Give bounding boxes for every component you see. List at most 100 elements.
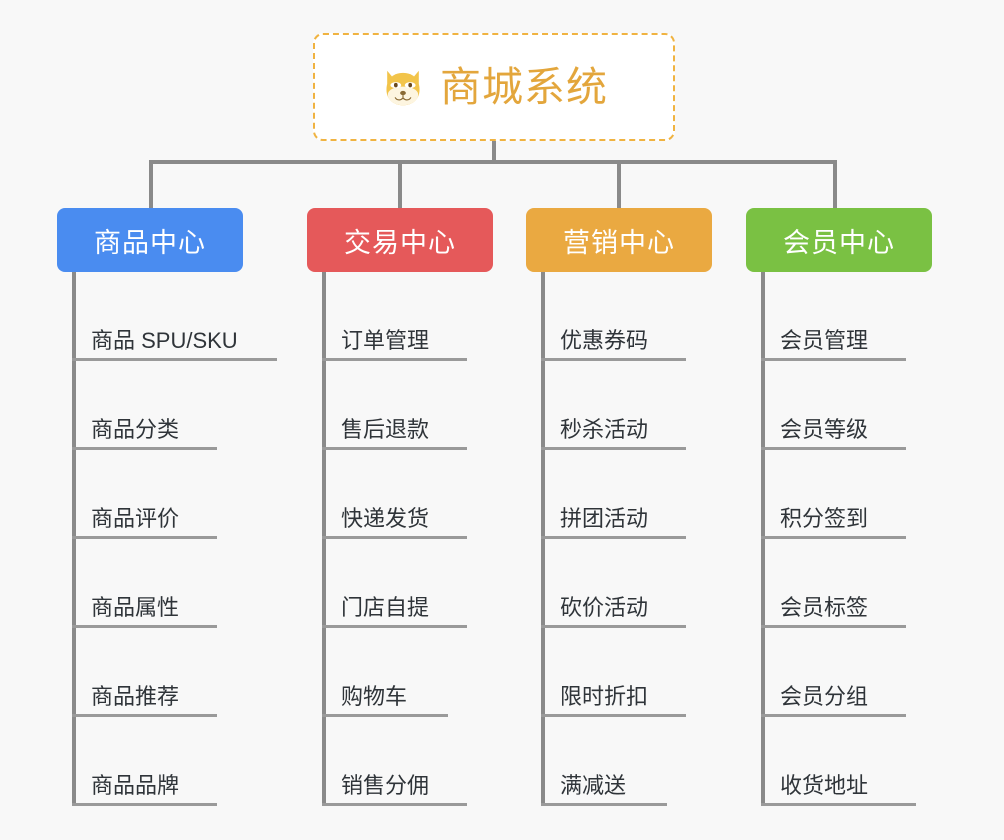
leaf-item-label: 订单管理 <box>341 327 430 353</box>
leaf-item-label: 拼团活动 <box>560 505 649 531</box>
leaf-underline <box>761 803 916 806</box>
leaf-item[interactable]: 会员等级 <box>746 361 932 450</box>
leaf-item-label: 购物车 <box>341 683 408 709</box>
leaf-item-label: 收货地址 <box>780 772 869 798</box>
leaf-underline <box>72 447 217 450</box>
leaf-item-label: 销售分佣 <box>341 772 430 798</box>
branch-column-product-center: 商品中心 商品 SPU/SKU 商品分类 商品评价 商品属性 商品推荐 <box>57 208 277 806</box>
leaf-item[interactable]: 商品品牌 <box>57 717 243 806</box>
leaf-item-label: 优惠券码 <box>560 327 649 353</box>
leaf-item[interactable]: 会员管理 <box>746 272 932 361</box>
leaf-item-label: 商品 SPU/SKU <box>91 327 238 353</box>
branch-header-label: 营销中心 <box>563 227 675 258</box>
leaf-underline <box>72 714 217 717</box>
leaf-underline <box>761 447 906 450</box>
leaf-underline <box>72 803 217 806</box>
leaf-underline <box>72 625 217 628</box>
leaf-item[interactable]: 订单管理 <box>307 272 493 361</box>
leaf-underline <box>541 714 686 717</box>
leaf-item-label: 商品属性 <box>91 594 180 620</box>
connector-drop-4 <box>833 160 837 210</box>
leaf-item-label: 秒杀活动 <box>560 416 649 442</box>
branch-header-label: 商品中心 <box>94 227 206 258</box>
branch-header-member-center[interactable]: 会员中心 <box>746 208 932 272</box>
leaf-item[interactable]: 销售分佣 <box>307 717 493 806</box>
leaf-item-label: 会员管理 <box>780 327 869 353</box>
leaf-item[interactable]: 限时折扣 <box>526 628 712 717</box>
leaf-item-label: 商品推荐 <box>91 683 180 709</box>
leaf-item[interactable]: 砍价活动 <box>526 539 712 628</box>
leaf-item-label: 商品品牌 <box>91 772 180 798</box>
branch-header-product-center[interactable]: 商品中心 <box>57 208 243 272</box>
branch-header-marketing-center[interactable]: 营销中心 <box>526 208 712 272</box>
leaf-item-label: 快递发货 <box>341 505 430 531</box>
leaf-underline <box>322 625 467 628</box>
leaf-item[interactable]: 购物车 <box>307 628 493 717</box>
leaf-underline <box>72 358 277 361</box>
leaf-item-label: 限时折扣 <box>560 683 649 709</box>
leaf-underline <box>541 625 686 628</box>
branch-trunk-line <box>72 272 76 806</box>
leaf-underline <box>322 714 448 717</box>
leaf-underline <box>761 536 906 539</box>
branch-column-member-center: 会员中心 会员管理 会员等级 积分签到 会员标签 会员分组 <box>746 208 932 806</box>
leaf-item[interactable]: 商品推荐 <box>57 628 243 717</box>
branch-items-list: 会员管理 会员等级 积分签到 会员标签 会员分组 收货地址 <box>746 272 932 806</box>
leaf-underline <box>541 536 686 539</box>
leaf-underline <box>322 447 467 450</box>
branch-items-list: 优惠券码 秒杀活动 拼团活动 砍价活动 限时折扣 满减送 <box>526 272 712 806</box>
leaf-item[interactable]: 商品 SPU/SKU <box>57 272 277 361</box>
leaf-item[interactable]: 满减送 <box>526 717 712 806</box>
leaf-item-label: 砍价活动 <box>560 594 649 620</box>
branch-header-label: 会员中心 <box>783 227 895 258</box>
leaf-item[interactable]: 积分签到 <box>746 450 932 539</box>
leaf-underline <box>761 625 906 628</box>
leaf-item[interactable]: 收货地址 <box>746 717 932 806</box>
leaf-underline <box>541 358 686 361</box>
branch-column-marketing-center: 营销中心 优惠券码 秒杀活动 拼团活动 砍价活动 限时折扣 <box>526 208 712 806</box>
leaf-item[interactable]: 商品分类 <box>57 361 243 450</box>
branch-trunk-line <box>541 272 545 806</box>
leaf-underline <box>761 358 906 361</box>
leaf-item[interactable]: 优惠券码 <box>526 272 712 361</box>
leaf-item-label: 满减送 <box>560 772 627 798</box>
leaf-underline <box>541 447 686 450</box>
branch-items-list: 订单管理 售后退款 快递发货 门店自提 购物车 销售分佣 <box>307 272 493 806</box>
connector-drop-2 <box>398 160 402 210</box>
leaf-item[interactable]: 售后退款 <box>307 361 493 450</box>
branch-header-trade-center[interactable]: 交易中心 <box>307 208 493 272</box>
connector-root-stem <box>492 141 496 163</box>
connector-drop-3 <box>617 160 621 210</box>
leaf-underline <box>541 803 667 806</box>
leaf-underline <box>322 358 467 361</box>
leaf-underline <box>761 714 906 717</box>
leaf-item[interactable]: 商品属性 <box>57 539 243 628</box>
leaf-underline <box>322 803 467 806</box>
connector-drop-1 <box>149 160 153 210</box>
leaf-item[interactable]: 商品评价 <box>57 450 243 539</box>
leaf-item[interactable]: 会员分组 <box>746 628 932 717</box>
leaf-item[interactable]: 拼团活动 <box>526 450 712 539</box>
leaf-item[interactable]: 门店自提 <box>307 539 493 628</box>
leaf-underline <box>322 536 467 539</box>
shiba-dog-face-icon <box>386 70 420 106</box>
leaf-item-label: 商品分类 <box>91 416 180 442</box>
leaf-item-label: 门店自提 <box>341 594 430 620</box>
leaf-item-label: 积分签到 <box>780 505 869 531</box>
leaf-item[interactable]: 快递发货 <box>307 450 493 539</box>
leaf-underline <box>72 536 217 539</box>
branch-trunk-line <box>322 272 326 806</box>
root-node-shop-system[interactable]: 商城系统 <box>313 33 675 141</box>
root-node-label: 商城系统 <box>440 63 608 110</box>
branch-trunk-line <box>761 272 765 806</box>
leaf-item-label: 会员标签 <box>780 594 869 620</box>
branch-header-label: 交易中心 <box>344 227 456 258</box>
branch-items-list: 商品 SPU/SKU 商品分类 商品评价 商品属性 商品推荐 商品品牌 <box>57 272 277 806</box>
leaf-item[interactable]: 秒杀活动 <box>526 361 712 450</box>
branch-column-trade-center: 交易中心 订单管理 售后退款 快递发货 门店自提 购物车 <box>307 208 493 806</box>
connector-horizontal-bar <box>149 160 837 164</box>
leaf-item[interactable]: 会员标签 <box>746 539 932 628</box>
leaf-item-label: 会员分组 <box>780 683 869 709</box>
leaf-item-label: 售后退款 <box>341 416 430 442</box>
